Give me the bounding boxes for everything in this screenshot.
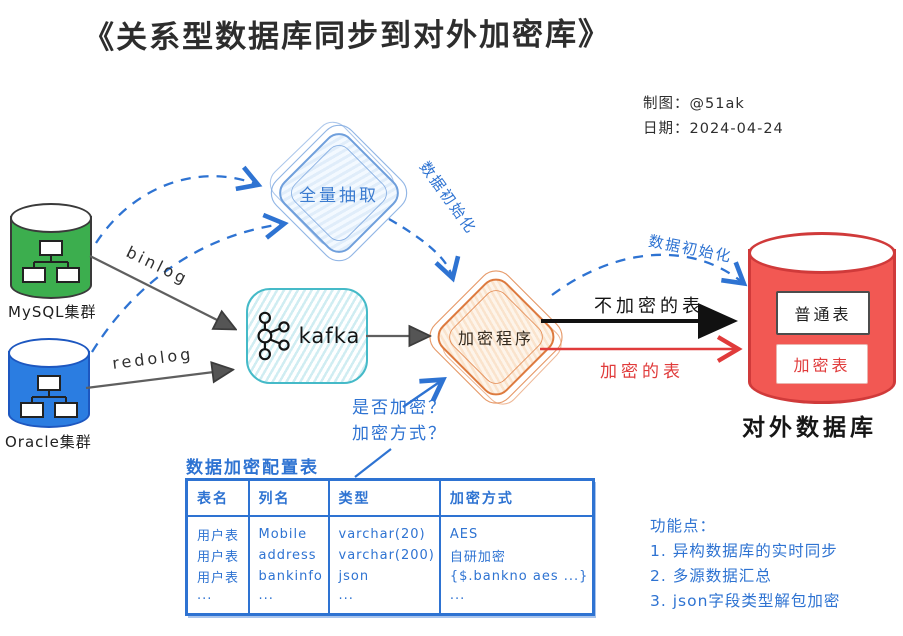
cell: ... xyxy=(186,587,250,615)
oracle-cylinder-top xyxy=(8,338,90,368)
col-header-column-name: 列名 xyxy=(248,479,330,517)
feature-list: 功能点： 1. 异构数据库的实时同步 2. 多源数据汇总 3. json字段类型… xyxy=(650,514,840,614)
cell: ... xyxy=(248,587,330,615)
feature-list-title: 功能点： xyxy=(650,517,717,535)
encrypted-tables-label: 加密的表 xyxy=(600,362,684,382)
edge-mysql-to-extract xyxy=(95,165,263,244)
edge-extract-to-encrypt xyxy=(388,218,461,283)
cell: ... xyxy=(449,588,466,603)
mysql-cylinder-top xyxy=(10,203,92,233)
encrypt-program-node: 加密程序 xyxy=(421,262,571,412)
table-row: 用户表 Mobile varchar(20) AES xyxy=(186,516,594,545)
cell: json xyxy=(328,566,441,587)
cell: 自研加密 xyxy=(449,550,506,565)
plain-tables-label: 不加密的表 xyxy=(594,296,704,317)
credit-date: 日期：2024-04-24 xyxy=(643,121,784,138)
binlog-label: binlog xyxy=(123,242,192,289)
external-db-label: 对外数据库 xyxy=(742,415,877,441)
edge-table-to-question xyxy=(354,448,392,478)
table-row: 用户表 bankinfo json {$.bankno aes ...} xyxy=(186,566,594,587)
feature-item: 1. 异构数据库的实时同步 xyxy=(650,542,838,561)
question-line1: 是否加密？ xyxy=(352,398,447,418)
cell: {$.bankno aes ...} xyxy=(449,569,589,584)
full-extract-node: 全量抽取 xyxy=(262,114,415,269)
config-table-header-row: 表名 列名 类型 加密方式 xyxy=(186,479,594,517)
kafka-node: kafka xyxy=(246,288,368,384)
cell: 用户表 xyxy=(186,566,250,587)
oracle-cluster-label: Oracle集群 xyxy=(5,433,92,451)
encrypt-program-label: 加密程序 xyxy=(457,329,534,348)
col-header-table-name: 表名 xyxy=(186,479,250,517)
external-db-cylinder-top xyxy=(748,232,896,274)
kafka-icon xyxy=(257,311,290,361)
cell: ... xyxy=(328,587,441,615)
mysql-cluster-label: MySQL集群 xyxy=(8,303,97,321)
col-header-type: 类型 xyxy=(328,479,441,517)
data-init-label-right: 数据初始化 xyxy=(646,232,734,266)
full-extract-label: 全量抽取 xyxy=(299,185,379,206)
table-row: 用户表 address varchar(200) 自研加密 xyxy=(186,545,594,566)
config-table-title: 数据加密配置表 xyxy=(186,458,319,478)
encrypt-question: 是否加密？ 加密方式？ xyxy=(352,396,447,447)
cell: Mobile xyxy=(248,516,330,545)
plain-table-chip: 普通表 xyxy=(776,291,870,335)
oracle-cluster-node xyxy=(8,338,90,428)
cell: 用户表 xyxy=(186,516,250,545)
feature-item: 3. json字段类型解包加密 xyxy=(650,592,841,611)
cell: bankinfo xyxy=(248,566,330,587)
feature-item: 2. 多源数据汇总 xyxy=(650,567,772,586)
redolog-label: redolog xyxy=(111,344,195,373)
table-row: ... ... ... ... xyxy=(186,587,594,615)
encrypted-table-chip: 加密表 xyxy=(776,344,868,384)
mysql-cluster-node xyxy=(10,203,92,299)
credits: 制图：@51ak 日期：2024-04-24 xyxy=(643,92,784,143)
cell: varchar(20) xyxy=(328,516,441,545)
cluster-tree-icon xyxy=(22,240,80,283)
cell: varchar(200) xyxy=(328,545,441,566)
kafka-label: kafka xyxy=(298,324,361,348)
diagram-title: 《关系型数据库同步到对外加密库》 xyxy=(82,16,612,57)
cluster-tree-icon xyxy=(20,375,78,418)
data-init-label-top: 数据初始化 xyxy=(415,158,481,238)
cell: AES xyxy=(449,527,479,542)
config-table: 表名 列名 类型 加密方式 用户表 Mobile varchar(20) AES… xyxy=(185,478,596,616)
cell: address xyxy=(248,545,330,566)
edge-redolog xyxy=(85,370,230,390)
col-header-encrypt-method: 加密方式 xyxy=(439,479,594,517)
question-line2: 加密方式？ xyxy=(352,423,447,444)
credit-author: 制图：@51ak xyxy=(643,96,745,112)
cell: 用户表 xyxy=(186,545,250,566)
